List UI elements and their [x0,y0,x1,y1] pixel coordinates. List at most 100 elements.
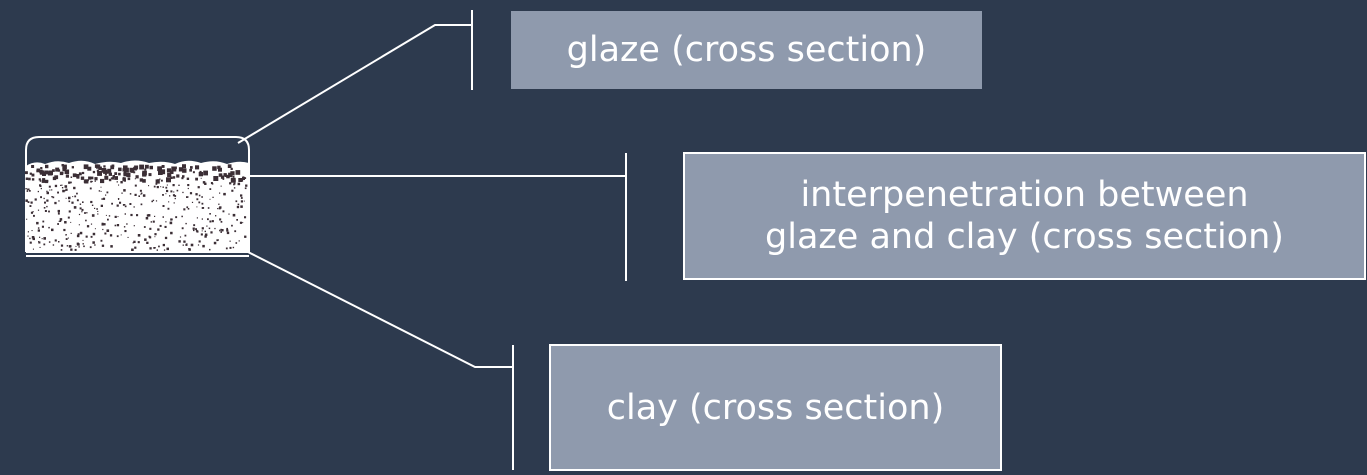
speckle-dot [172,184,175,187]
speckle-dot [121,192,123,194]
speckle-dot [172,194,175,197]
speckle-dot [193,224,196,227]
speckle-dot [54,175,59,180]
speckle-dot [51,228,54,232]
speckle-dot [154,215,156,217]
speckle-dot [197,244,200,246]
speckle-dot [230,167,233,170]
speckle-dot [70,181,72,184]
speckle-dot [240,197,243,199]
speckle-dot [145,164,149,169]
speckle-dot [111,177,114,180]
speckle-dot [210,182,213,184]
speckle-dot [196,206,198,208]
speckle-dot [87,179,89,182]
speckle-dot [57,223,59,225]
speckle-dot [39,246,41,248]
speckle-dot [204,233,208,236]
speckle-dot [199,170,202,173]
speckle-dot [187,184,190,187]
speckle-dot [36,169,39,173]
speckle-dot [107,168,112,173]
speckle-dot [112,175,115,178]
speckle-dot [212,166,217,171]
speckle-dot [127,177,131,181]
speckle-dot [170,218,173,221]
speckle-dot [31,230,33,232]
speckle-dot [155,183,158,185]
speckle-dot [140,203,143,206]
speckle-dot [43,237,46,240]
speckle-dot [134,193,137,196]
ceramic-cross-section-illustration [25,136,250,257]
speckle-dot [97,213,99,215]
speckle-dot [71,201,74,204]
speckle-dot [82,239,84,241]
speckle-dot [41,179,45,183]
speckle-dot [118,167,122,172]
speckle-dot [211,220,214,223]
speckle-dot [25,177,29,180]
speckle-dot [37,229,40,232]
speckle-dot [32,248,34,250]
speckle-dot [175,216,178,219]
speckle-dot [140,192,143,195]
speckle-dot [38,241,40,243]
speckle-dot [78,172,82,176]
speckle-dot [90,200,93,204]
speckle-dot [240,205,243,208]
speckle-dot [218,173,223,177]
speckle-dot [227,164,232,168]
speckle-dot [41,225,44,228]
speckle-dot [220,228,222,231]
speckle-dot [68,210,71,213]
speckle-dot [207,207,210,209]
speckle-dot [173,202,175,204]
speckle-dot [235,170,241,175]
speckle-dot [49,189,51,191]
speckle-dot [105,214,107,216]
speckle-dot [90,180,92,183]
speckle-dot [178,184,180,186]
speckle-dot [174,195,177,197]
speckle-dot [209,220,212,223]
speckle-dot [118,184,120,186]
speckle-dot [68,181,71,184]
speckle-dot [165,193,167,195]
speckle-dot [117,198,120,200]
speckle-dot [208,227,211,230]
speckle-dot [212,196,214,198]
speckle-dot [193,229,195,232]
speckle-dot [187,196,189,198]
speckle-dot [158,245,160,248]
speckle-dot [164,225,167,228]
speckle-dot [123,165,128,170]
speckle-dot [154,233,157,236]
speckle-dot [188,248,190,250]
speckle-dot [34,198,37,201]
speckle-dot [114,215,117,218]
speckle-dot [29,190,31,192]
speckle-dot [138,195,140,197]
speckle-dot [209,213,211,215]
speckle-dot [179,236,182,238]
speckle-dot [51,189,53,191]
speckle-dot [233,183,235,186]
speckle-dot [218,203,220,205]
speckle-dot [101,223,104,226]
speckle-dot [51,196,53,198]
speckle-dot [166,184,168,186]
speckle-dot [178,167,184,172]
speckle-dot [182,168,187,173]
speckle-dot [152,220,155,223]
speckle-dot [59,218,63,221]
speckle-dot [59,171,64,176]
speckle-dot [196,198,199,201]
speckle-dot [101,198,103,200]
clay-label: clay (cross section) [549,344,1002,471]
speckle-dot [37,227,40,229]
speckle-dot [149,247,152,250]
speckle-dot [88,176,92,180]
speckle-dot [201,207,204,209]
